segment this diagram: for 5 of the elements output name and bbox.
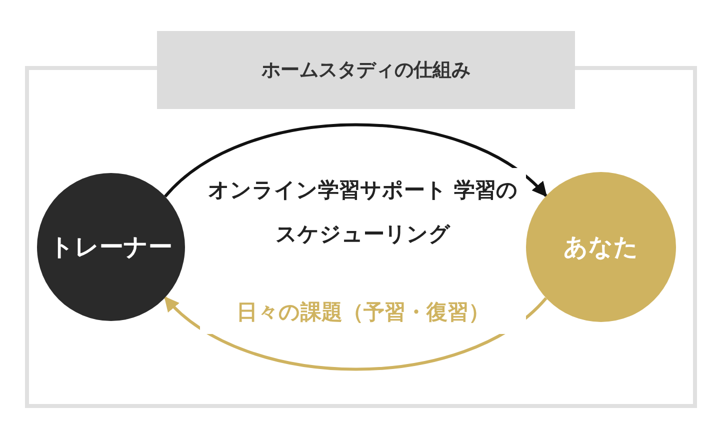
person-circle: トレーナー — [37, 173, 185, 321]
curved-arrow — [164, 123, 548, 198]
curved-arrow — [164, 296, 548, 371]
person-circle: あなた — [526, 172, 676, 322]
title-tab: ホームスタディの仕組み — [157, 31, 575, 109]
